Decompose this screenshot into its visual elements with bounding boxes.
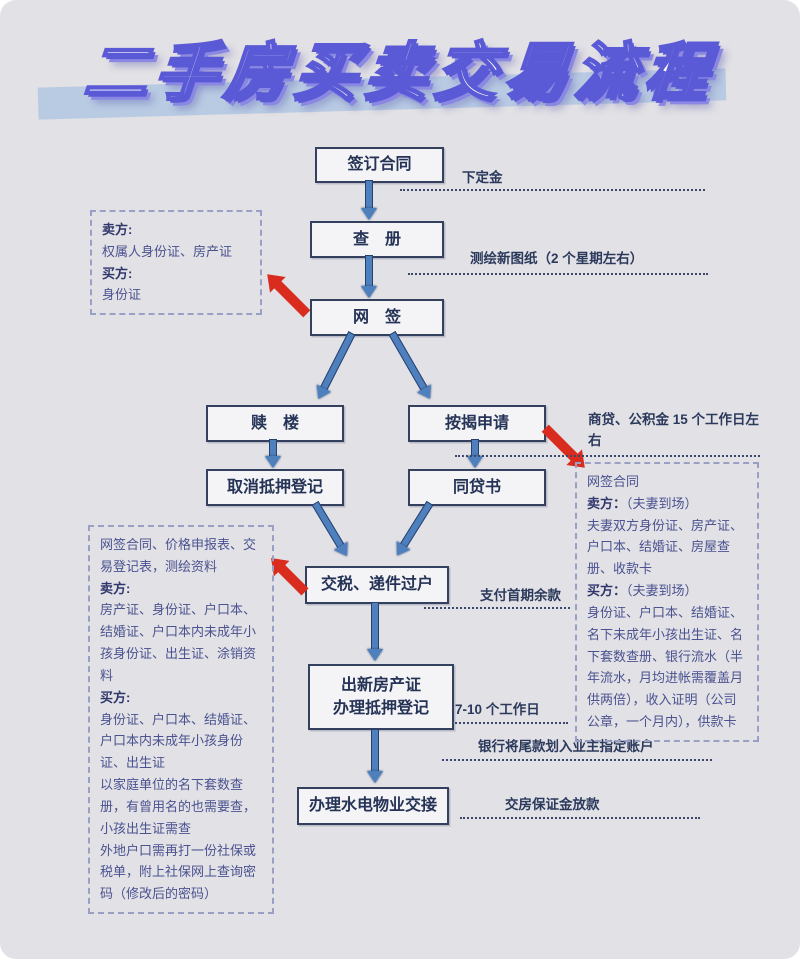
annotation-first-payment: 支付首期余款 — [480, 588, 561, 603]
flow-box-label: 交税、递件过户 — [320, 576, 433, 594]
buyer-label: 买方: — [102, 265, 133, 281]
flow-box-cancel-mortgage: 取消抵押登记 — [206, 469, 344, 506]
title-area: 二手房买卖交易流程 — [0, 14, 800, 124]
flow-box-sign-contract: 签订合同 — [315, 147, 444, 183]
flow-box-new-certificate: 出新房产证 办理抵押登记 — [308, 664, 454, 730]
flow-box-label: 取消抵押登记 — [226, 478, 323, 496]
extra-note-2: 外地户口需再打一份社保或税单，附上社保网上查询密码（修改后的密码） — [100, 842, 257, 902]
annotation-bank-transfer: 银行将尾款划入业主指定账户 — [478, 739, 654, 754]
arrow-merge-left-icon — [308, 499, 354, 561]
flow-box-label: 同贷书 — [452, 478, 501, 496]
transfer-intro: 网签合同、价格申报表、交易登记表，测绘资料 — [100, 537, 257, 574]
arrow-down-icon — [265, 439, 281, 468]
dotted-leader-line — [452, 722, 568, 724]
seller-docs: 夫妻双方身份证、房产证、户口本、结婚证、房屋查册、收款卡 — [587, 517, 744, 577]
mortgage-intro: 网签合同 — [587, 474, 640, 489]
flow-box-online-sign: 网 签 — [310, 299, 444, 336]
flow-box-label-line2: 办理抵押登记 — [332, 700, 429, 717]
arrow-down-icon — [467, 439, 483, 468]
seller-label: 卖方: — [100, 580, 131, 596]
seller-note: （夫妻到场） — [626, 495, 698, 511]
buyer-docs: 身份证、户口本、结婚证、名下未成年小孩出生证、名下套数查册、银行流水（半年流水，… — [587, 604, 744, 730]
red-arrow-netsign-docs-icon — [259, 266, 314, 321]
seller-label: 卖方： — [587, 495, 627, 511]
annotation-loan-time: 商贷、公积金 15 个工作日左右 — [588, 412, 760, 448]
buyer-docs: 身份证、户口本、结婚证、户口本内未成年小孩身份证、出生证 — [100, 711, 257, 771]
flow-box-tax-transfer: 交税、递件过户 — [305, 566, 449, 604]
dotted-leader-line — [424, 607, 570, 609]
arrow-split-left-icon — [311, 329, 359, 403]
note-box-transfer-docs: 网签合同、价格申报表、交易登记表，测绘资料 卖方: 房产证、身份证、户口本、结婚… — [88, 525, 274, 915]
extra-note-1: 以家庭单位的名下套数查册，有曾用名的也需要查，小孩出生证需查 — [100, 777, 257, 836]
flow-box-check-records: 查 册 — [310, 221, 444, 258]
flow-box-label: 办理水电物业交接 — [308, 797, 437, 815]
seller-docs: 房产证、身份证、户口本、结婚证、户口本内未成年小孩身份证、出生证、涂销资料 — [100, 602, 257, 683]
annotation-survey: 测绘新图纸（2 个星期左右） — [470, 251, 644, 266]
flow-box-label: 查 册 — [352, 230, 401, 248]
arrow-split-right-icon — [385, 329, 437, 403]
arrow-down-icon — [361, 180, 377, 220]
flow-box-label: 网 签 — [352, 308, 401, 326]
dotted-leader-line — [400, 189, 705, 191]
buyer-docs: 身份证 — [102, 287, 142, 303]
buyer-note: （夫妻到场） — [626, 583, 698, 599]
note-box-mortgage-docs: 网签合同 卖方：（夫妻到场） 夫妻双方身份证、房产证、户口本、结婚证、房屋查册、… — [575, 462, 759, 742]
dotted-leader-line — [460, 817, 700, 819]
flow-box-label: 赎 楼 — [250, 414, 299, 432]
arrow-down-icon — [367, 729, 383, 783]
dotted-leader-line — [455, 455, 760, 457]
buyer-label: 买方： — [587, 583, 627, 599]
note-box-netsign-docs: 卖方: 权属人身份证、房产证 买方: 身份证 — [90, 210, 262, 316]
arrow-down-icon — [361, 255, 377, 298]
page-title: 二手房买卖交易流程 — [80, 37, 719, 110]
arrow-down-icon — [367, 602, 383, 661]
buyer-label: 买方: — [100, 689, 131, 705]
annotation-guarantee: 交房保证金放款 — [505, 797, 600, 812]
seller-label: 卖方: — [102, 222, 133, 237]
flow-box-label: 按揭申请 — [444, 414, 509, 432]
flow-box-mortgage-apply: 按揭申请 — [408, 405, 546, 442]
dotted-leader-line — [408, 273, 708, 275]
flow-box-loan-letter: 同贷书 — [408, 469, 546, 506]
dotted-leader-line — [442, 759, 712, 761]
flow-box-utilities-handover: 办理水电物业交接 — [297, 787, 449, 825]
annotation-workdays: 7-10 个工作日 — [455, 702, 540, 717]
arrow-merge-right-icon — [390, 499, 436, 560]
seller-docs: 权属人身份证、房产证 — [102, 243, 233, 259]
annotation-deposit: 下定金 — [462, 170, 503, 185]
flow-box-label: 签订合同 — [347, 156, 412, 174]
flow-box-label-line1: 出新房产证 — [340, 676, 421, 694]
flow-box-redeem: 赎 楼 — [206, 405, 344, 442]
